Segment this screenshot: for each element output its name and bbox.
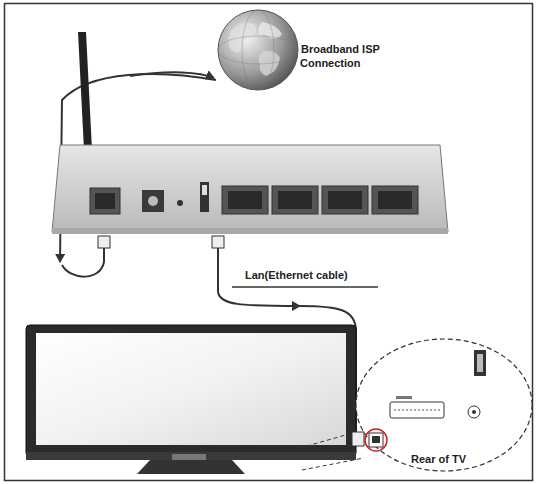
label-box: Lan(Ethernet cable) <box>244 268 404 282</box>
label-box: Rear of TV <box>410 452 510 466</box>
router-device <box>52 145 448 234</box>
router-antenna <box>78 32 92 150</box>
cable-label: Lan(Ethernet cable) <box>244 269 349 281</box>
isp-label: Broadband ISP Connection <box>300 43 380 69</box>
rear-label: Rear of TV <box>410 453 467 465</box>
globe-icon <box>218 10 298 90</box>
lan-cable <box>217 248 219 292</box>
tv-rear-ports <box>352 350 486 451</box>
tv-rear-inset <box>356 339 532 471</box>
label-box: Broadband ISP Connection <box>300 42 410 70</box>
tv-set <box>26 325 356 474</box>
